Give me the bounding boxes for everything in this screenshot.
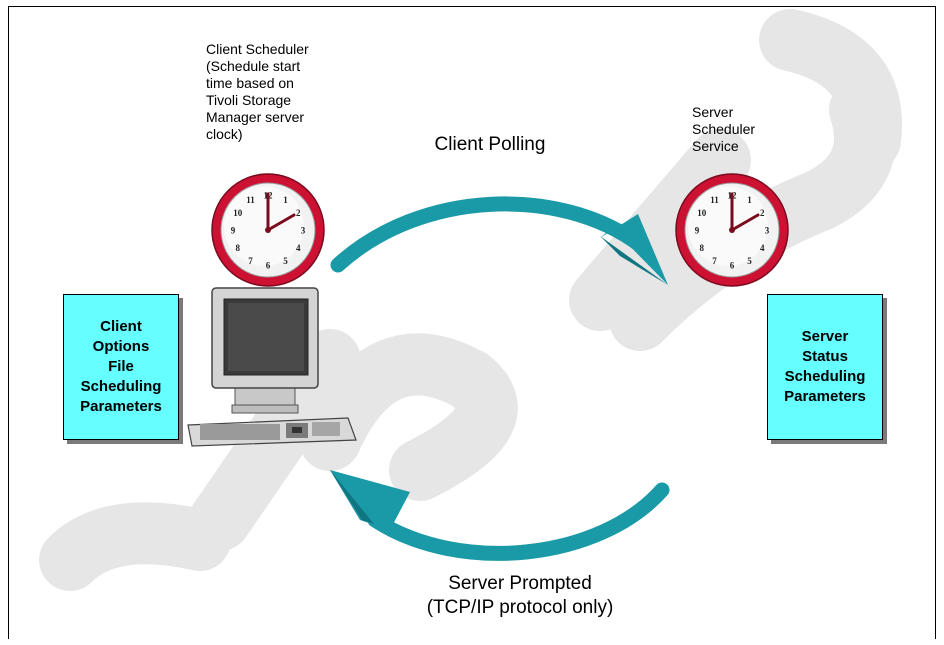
clock-number: 8 <box>699 243 704 253</box>
clock-number: 11 <box>710 195 719 205</box>
clock-number: 7 <box>712 256 717 266</box>
clock-hour-hand <box>730 213 760 232</box>
clock-number: 6 <box>266 261 271 271</box>
clock-number: 4 <box>296 243 301 253</box>
server-status-box: Server Status Scheduling Parameters <box>767 294 883 440</box>
clock-number: 7 <box>248 256 253 266</box>
clock-number: 6 <box>730 261 735 271</box>
clock-number: 5 <box>747 256 752 266</box>
client-clock: 121234567891011 <box>211 173 325 287</box>
clock-number: 9 <box>231 226 236 236</box>
clock-number: 5 <box>283 256 288 266</box>
clock-number: 1 <box>747 195 752 205</box>
clock-number: 3 <box>301 226 306 236</box>
server-prompted-label: Server Prompted (TCP/IP protocol only) <box>390 572 650 620</box>
clock-number: 8 <box>235 243 240 253</box>
clock-number: 11 <box>246 195 255 205</box>
diagram-frame <box>8 6 936 639</box>
clock-center <box>729 227 735 233</box>
client-scheduler-caption: Client Scheduler (Schedule start time ba… <box>206 41 309 142</box>
server-clock: 121234567891011 <box>675 173 789 287</box>
client-options-box: Client Options File Scheduling Parameter… <box>63 294 179 440</box>
clock-number: 3 <box>765 226 770 236</box>
server-prompted-line1: Server Prompted <box>448 573 592 594</box>
clock-number: 9 <box>695 226 700 236</box>
computer-icon <box>187 287 357 447</box>
server-prompted-line2: (TCP/IP protocol only) <box>426 597 614 618</box>
clock-hour-hand <box>266 213 296 232</box>
clock-number: 2 <box>760 208 765 218</box>
server-prompted-arrow <box>330 470 670 561</box>
clock-number: 2 <box>296 208 301 218</box>
clock-center <box>265 227 271 233</box>
server-scheduler-caption: Server Scheduler Service <box>692 104 756 154</box>
client-polling-arrow <box>330 196 668 285</box>
clock-number: 4 <box>760 243 765 253</box>
clock-number: 1 <box>283 195 288 205</box>
client-polling-label: Client Polling <box>434 134 546 155</box>
clock-number: 10 <box>233 208 243 218</box>
clock-number: 10 <box>697 208 707 218</box>
